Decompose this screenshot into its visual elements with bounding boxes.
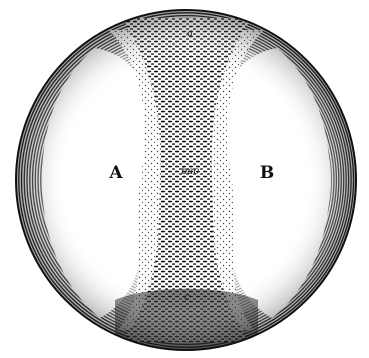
label-center: bac: [181, 166, 199, 177]
label-top: a: [187, 28, 193, 39]
label-a: A: [108, 163, 123, 183]
label-bottom: c: [184, 292, 190, 303]
label-b: B: [260, 163, 274, 183]
